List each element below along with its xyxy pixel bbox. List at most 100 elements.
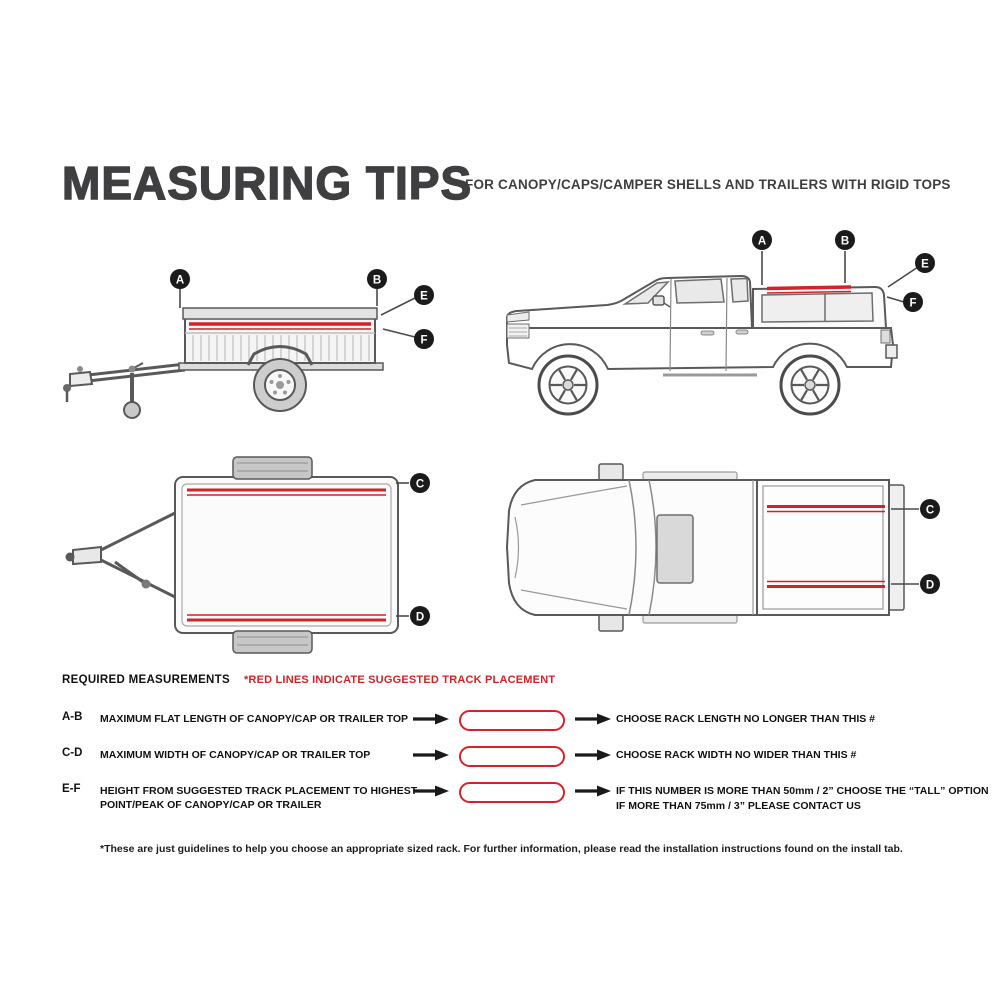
marker-a: A bbox=[170, 269, 190, 308]
description-line-1: MAXIMUM WIDTH OF CANOPY/CAP OR TRAILER T… bbox=[100, 749, 371, 761]
side-mirror bbox=[652, 295, 671, 308]
truck-front-wheel bbox=[537, 354, 599, 416]
trailer-top-view-diagram: C D bbox=[55, 455, 440, 655]
trailer-box-top bbox=[174, 476, 399, 634]
svg-text:C: C bbox=[416, 479, 424, 491]
measurement-key: E-F bbox=[62, 783, 81, 795]
running-boards-top bbox=[642, 471, 738, 624]
truck-rear-wheel bbox=[779, 354, 841, 416]
marker-e: E bbox=[887, 253, 935, 288]
description-line-1: MAXIMUM FLAT LENGTH OF CANOPY/CAP OR TRA… bbox=[100, 713, 408, 725]
measurement-key: A-B bbox=[62, 711, 83, 723]
measurement-blank-field bbox=[459, 710, 565, 731]
measurement-key: C-D bbox=[62, 747, 83, 759]
measurement-result: CHOOSE RACK WIDTH NO WIDER THAN THIS # bbox=[616, 746, 972, 763]
svg-text:D: D bbox=[926, 580, 934, 592]
trailer-top-view-art: C D bbox=[65, 456, 430, 654]
rear-bumper-top bbox=[888, 484, 905, 611]
grille bbox=[506, 323, 530, 339]
svg-text:E: E bbox=[921, 259, 929, 271]
jockey-wheel bbox=[123, 362, 144, 419]
measurements-section: REQUIRED MEASUREMENTS *RED LINES INDICAT… bbox=[62, 674, 989, 829]
marker-b: B bbox=[835, 230, 855, 283]
trailer-wheel bbox=[253, 358, 307, 412]
trailer-side-view-art: A B E F bbox=[63, 269, 434, 419]
measurement-row-length: A-B MAXIMUM FLAT LENGTH OF CANOPY/CAP OR… bbox=[62, 710, 972, 731]
truck-top-view-diagram: C D bbox=[495, 455, 955, 655]
svg-text:E: E bbox=[420, 291, 428, 303]
hitch-ball bbox=[65, 552, 75, 562]
marker-c: C bbox=[891, 499, 940, 519]
measurement-description: HEIGHT FROM SUGGESTED TRACK PLACEMENT TO… bbox=[100, 782, 418, 812]
trailer-box bbox=[182, 307, 378, 364]
result-line-1: CHOOSE RACK WIDTH NO WIDER THAN THIS # bbox=[616, 749, 857, 761]
arrow-right-icon bbox=[570, 746, 616, 761]
svg-text:F: F bbox=[420, 335, 427, 347]
taillight bbox=[880, 329, 891, 344]
marker-d: D bbox=[891, 574, 940, 594]
svg-text:A: A bbox=[758, 236, 766, 248]
red-track-lines bbox=[767, 505, 885, 588]
marker-d: D bbox=[396, 606, 430, 626]
arrow-right-icon bbox=[408, 782, 454, 797]
red-track-line bbox=[766, 285, 852, 294]
trailer-drawbar bbox=[87, 362, 186, 383]
guidelines-footnote: *These are just guidelines to help you c… bbox=[100, 843, 903, 855]
svg-text:D: D bbox=[416, 612, 424, 624]
svg-text:C: C bbox=[926, 505, 934, 517]
arrow-right-icon bbox=[570, 710, 616, 725]
marker-f: F bbox=[382, 328, 434, 349]
result-line-2: IF MORE THAN 75mm / 3” PLEASE CONTACT US bbox=[616, 800, 861, 812]
result-line-1: IF THIS NUMBER IS MORE THAN 50mm / 2” CH… bbox=[616, 785, 989, 797]
marker-e: E bbox=[380, 285, 434, 316]
page-subtitle: FOR CANOPY/CAPS/CAMPER SHELLS AND TRAILE… bbox=[465, 177, 951, 192]
red-track-lines bbox=[187, 488, 386, 622]
trailer-fender bbox=[246, 345, 314, 366]
arrow-right-icon bbox=[570, 782, 616, 797]
door-handle-front bbox=[700, 330, 715, 336]
measurement-result: IF THIS NUMBER IS MORE THAN 50mm / 2” CH… bbox=[616, 782, 989, 814]
measurement-result: CHOOSE RACK LENGTH NO LONGER THAN THIS # bbox=[616, 710, 972, 727]
svg-text:B: B bbox=[373, 275, 381, 287]
rear-bumper-step bbox=[885, 344, 898, 359]
result-line-1: CHOOSE RACK LENGTH NO LONGER THAN THIS # bbox=[616, 713, 876, 725]
marker-a: A bbox=[752, 230, 772, 285]
svg-text:F: F bbox=[909, 298, 916, 310]
trailer-aframe bbox=[98, 511, 176, 599]
description-line-1: HEIGHT FROM SUGGESTED TRACK PLACEMENT TO… bbox=[100, 785, 418, 797]
measurements-heading-row: REQUIRED MEASUREMENTS *RED LINES INDICAT… bbox=[62, 674, 972, 686]
trailer-fender-top bbox=[232, 456, 313, 654]
truck-windows bbox=[622, 277, 874, 323]
marker-b: B bbox=[367, 269, 387, 306]
hitch-ball bbox=[63, 384, 71, 392]
canopy-top bbox=[756, 479, 890, 616]
svg-text:B: B bbox=[841, 236, 849, 248]
measurement-description: MAXIMUM FLAT LENGTH OF CANOPY/CAP OR TRA… bbox=[100, 710, 408, 726]
headlight bbox=[506, 311, 530, 323]
measurement-row-height: E-F HEIGHT FROM SUGGESTED TRACK PLACEMEN… bbox=[62, 782, 989, 814]
trailer-side-view-diagram: A B E F bbox=[48, 235, 438, 435]
door-handle-rear bbox=[735, 329, 749, 335]
measurement-blank-field bbox=[459, 746, 565, 767]
arrow-right-icon bbox=[408, 710, 454, 725]
truck-top-view-art: C D bbox=[505, 463, 940, 632]
truck-side-view-art: A B E F bbox=[506, 230, 935, 416]
measurement-description: MAXIMUM WIDTH OF CANOPY/CAP OR TRAILER T… bbox=[100, 746, 408, 762]
hood-lines bbox=[514, 485, 628, 610]
trailer-coupler bbox=[69, 370, 94, 388]
marker-f: F bbox=[886, 292, 923, 312]
trailer-coupler bbox=[72, 545, 102, 566]
measurement-blank-field bbox=[459, 782, 565, 803]
coupler-handle bbox=[114, 560, 151, 589]
svg-text:A: A bbox=[176, 275, 184, 287]
red-track-line bbox=[189, 322, 371, 330]
marker-c: C bbox=[396, 473, 430, 493]
windshield-lines bbox=[628, 479, 657, 616]
measurement-row-width: C-D MAXIMUM WIDTH OF CANOPY/CAP OR TRAIL… bbox=[62, 746, 972, 767]
door-seams bbox=[669, 277, 728, 372]
coupler-latch bbox=[77, 366, 83, 372]
description-line-2: POINT/PEAK OF CANOPY/CAP OR TRAILER bbox=[100, 799, 322, 811]
page-title: MEASURING TIPS bbox=[61, 156, 473, 209]
arrow-right-icon bbox=[408, 746, 454, 761]
